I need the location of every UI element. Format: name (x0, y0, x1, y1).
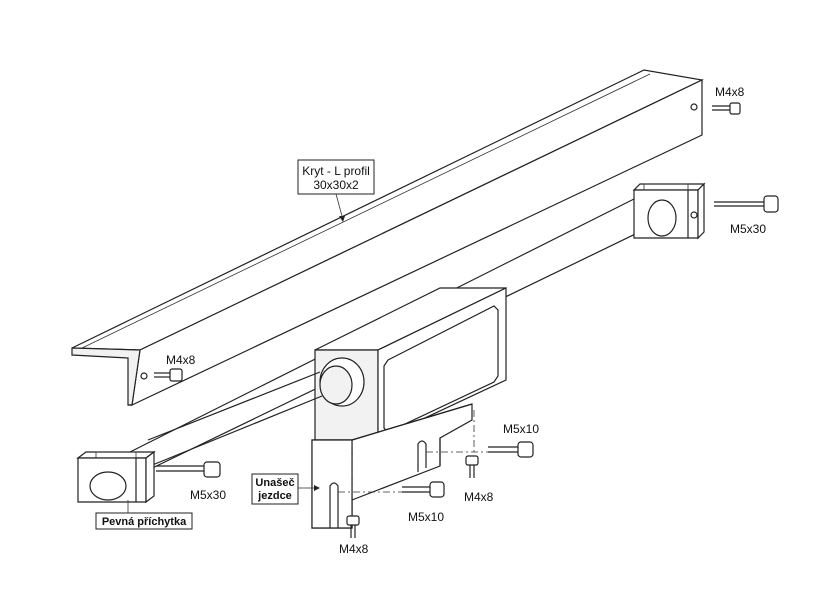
screw-m5x30-left (156, 461, 221, 478)
screw-m5x10-lower (402, 481, 445, 498)
label-m4x8-bottom: M4x8 (339, 542, 369, 556)
cover-hole-left (140, 372, 148, 380)
callout-pevna: Pevná příchytka (95, 500, 193, 530)
kryt-label-line1: Kryt - L profil (302, 164, 370, 178)
fixed-clamp-left (76, 450, 156, 504)
screw-m4x8-top (712, 102, 741, 115)
screw-m4x8-left (154, 368, 183, 382)
guide-rod-front (147, 371, 323, 467)
label-m5x10-upper: M5x10 (503, 422, 539, 436)
axis-lines (338, 410, 488, 516)
label-m4x8-top: M4x8 (715, 85, 745, 99)
cover-hole-right (690, 103, 698, 111)
unasec-label-line2: jezdce (257, 490, 292, 502)
kryt-label-line2: 30x30x2 (313, 178, 359, 192)
label-m4x8-mid: M4x8 (464, 490, 494, 504)
screw-m5x30-right (714, 195, 779, 213)
callout-unasec: Unašeč jezdce (251, 473, 320, 505)
fixed-clamp-right (632, 182, 706, 240)
label-m5x30-left: M5x30 (190, 488, 226, 502)
label-m4x8-left: M4x8 (166, 353, 196, 367)
label-m5x30-right: M5x30 (730, 222, 766, 236)
screw-m4x8-mid (465, 455, 479, 478)
pevna-label: Pevná příchytka (102, 516, 187, 528)
slider-carriage (314, 287, 507, 441)
screw-m4x8-bottom (346, 515, 360, 538)
screw-m5x10-upper (488, 441, 534, 458)
unasec-label-line1: Unašeč (255, 477, 294, 489)
l-profile-cover (71, 69, 704, 407)
label-m5x10-lower: M5x10 (408, 510, 444, 524)
callout-kryt: Kryt - L profil 30x30x2 (297, 159, 375, 222)
